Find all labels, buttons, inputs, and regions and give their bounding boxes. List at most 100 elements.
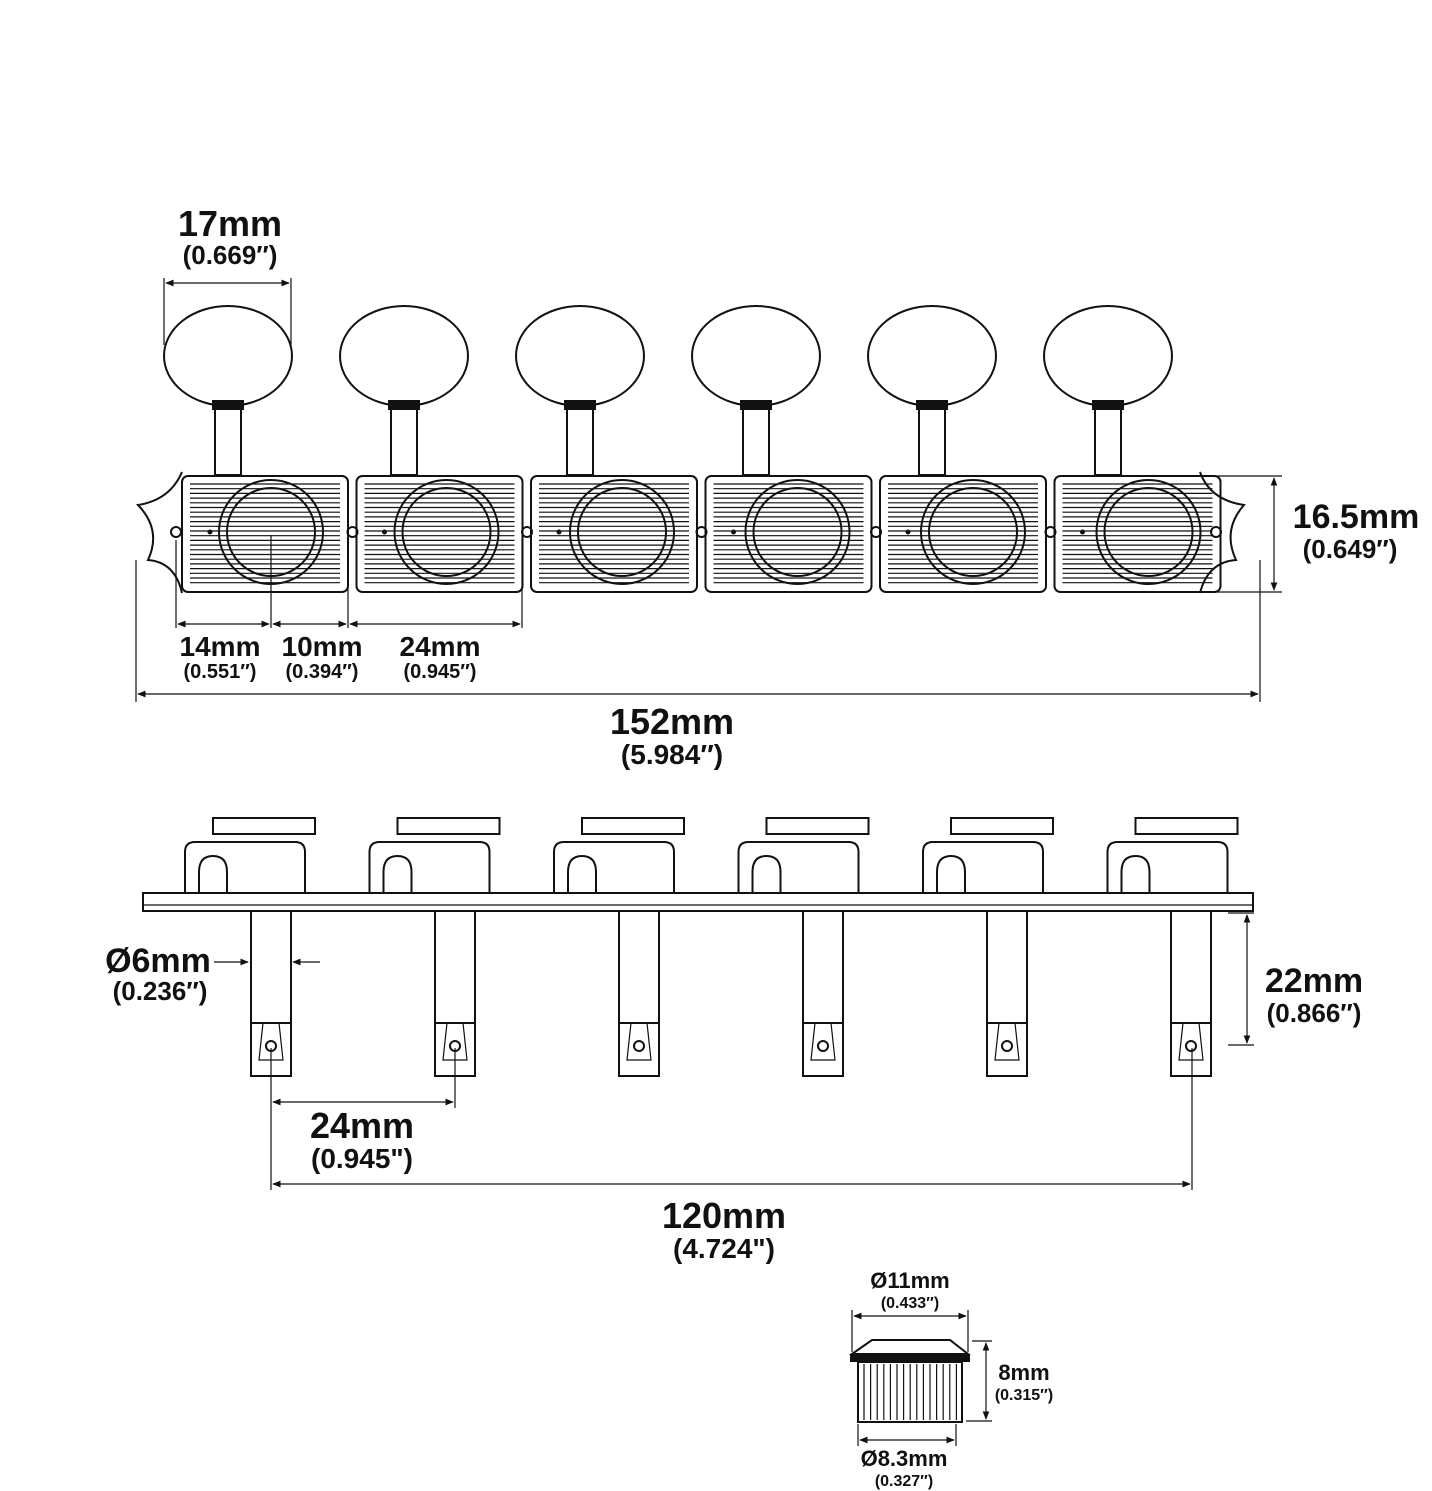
bushing-rim	[850, 1354, 970, 1362]
string-hole	[1001, 1040, 1013, 1052]
end-to-center-mm: 14mm	[180, 631, 261, 662]
side-view-tuner-strip	[142, 817, 1254, 1077]
bushing-body	[857, 1361, 963, 1423]
tuner-shaft	[566, 404, 594, 476]
side-button	[581, 817, 685, 835]
right-end-tab	[1199, 471, 1246, 594]
side-button	[212, 817, 316, 835]
string-post	[618, 910, 660, 1024]
dimension-lines	[135, 278, 1282, 1446]
tuner-unit-side	[737, 817, 870, 1077]
bushing-height-inch: (0.315″)	[995, 1387, 1053, 1404]
side-housing	[1106, 841, 1229, 893]
tuner-unit-top	[867, 305, 1047, 593]
post-diameter-mm: Ø6mm	[105, 942, 211, 980]
tuner-unit-top	[339, 305, 524, 593]
bushing-bottom-diameter-mm: Ø8.3mm	[861, 1446, 948, 1471]
tuner-shaft	[742, 404, 770, 476]
bushing-top-diameter-inch: (0.433″)	[881, 1295, 939, 1312]
mounting-plate	[142, 892, 1254, 912]
string-post	[802, 910, 844, 1024]
post-span-mm: 120mm	[662, 1195, 786, 1236]
side-gear-window	[567, 854, 597, 893]
joint-screw	[521, 526, 533, 538]
side-button	[950, 817, 1054, 835]
side-button	[1134, 817, 1239, 835]
tuner-button	[867, 305, 997, 407]
button-width-inch: (0.669″)	[183, 240, 278, 270]
button-width-mm: 17mm	[178, 203, 282, 244]
side-button	[765, 817, 870, 835]
tuner-shaft	[390, 404, 418, 476]
total-length-inch: (5.984″)	[621, 739, 723, 770]
gear-ring	[744, 479, 851, 585]
tuner-unit-top	[1043, 305, 1222, 593]
center-to-edge-mm: 10mm	[282, 631, 363, 662]
tuner-button	[515, 305, 645, 407]
post-tip	[802, 1023, 844, 1077]
string-hole	[817, 1040, 829, 1052]
side-housing	[922, 841, 1044, 893]
string-hole	[1185, 1040, 1197, 1052]
gear-cap	[752, 487, 843, 577]
string-post	[434, 910, 476, 1024]
gear-ring	[569, 479, 675, 585]
plate-height-mm: 16.5mm	[1293, 498, 1420, 536]
joint-screw	[1044, 526, 1057, 538]
tuner-pitch-top-inch: (0.945″)	[404, 661, 477, 683]
tuner-shaft	[1094, 404, 1122, 476]
tuner-pitch-top-mm: 24mm	[400, 631, 481, 662]
gear-ring	[1095, 479, 1202, 585]
gear-ring	[920, 479, 1026, 585]
post-span-inch: (4.724")	[673, 1233, 775, 1264]
post-height-mm: 22mm	[1265, 962, 1363, 1000]
gear-cap	[577, 487, 667, 577]
bushing-height-mm: 8mm	[998, 1360, 1049, 1385]
tuner-unit-top	[691, 305, 873, 593]
side-gear-window	[382, 854, 413, 893]
tuner-pitch-side-mm: 24mm	[310, 1105, 414, 1146]
tuner-unit-side	[1106, 817, 1239, 1077]
string-post	[986, 910, 1028, 1024]
tuner-pitch-side-inch: (0.945")	[311, 1143, 413, 1174]
tuner-unit-side	[553, 817, 685, 1077]
gear-cap	[401, 487, 492, 577]
side-housing	[184, 841, 306, 893]
post-diameter-inch: (0.236″)	[113, 976, 208, 1006]
joint-screw	[870, 526, 882, 538]
side-gear-window	[1120, 854, 1151, 893]
tuner-unit-side	[922, 817, 1054, 1077]
bushing-top-diameter-mm: Ø11mm	[870, 1268, 950, 1293]
left-mount-hole	[170, 526, 182, 538]
side-housing	[737, 841, 860, 893]
tuner-button	[339, 305, 469, 407]
joint-screw	[346, 526, 359, 538]
joint-screw	[695, 526, 708, 538]
string-post	[1170, 910, 1212, 1024]
tuner-button	[691, 305, 821, 407]
top-view-tuner-strip	[135, 305, 1246, 594]
dimension-labels: 17mm (0.669″) 16.5mm (0.649″) 14mm (0.55…	[105, 203, 1419, 1490]
tuner-shaft	[918, 404, 946, 476]
string-hole	[633, 1040, 645, 1052]
post-height-inch: (0.866″)	[1267, 998, 1362, 1028]
side-button	[396, 817, 501, 835]
bushing-detail	[848, 1339, 971, 1423]
tuner-shaft	[214, 404, 242, 476]
side-housing	[368, 841, 491, 893]
tuner-unit-side	[368, 817, 501, 1077]
tuner-unit-top	[163, 305, 349, 593]
side-gear-window	[936, 854, 966, 893]
plate-height-inch: (0.649″)	[1303, 534, 1398, 564]
side-gear-window	[751, 854, 782, 893]
left-end-tab	[135, 471, 183, 594]
bushing-flange	[848, 1339, 971, 1355]
post-tip	[986, 1023, 1028, 1077]
bushing-bottom-diameter-inch: (0.327″)	[875, 1473, 933, 1490]
side-gear-window	[198, 854, 228, 893]
string-post	[250, 910, 292, 1024]
total-length-mm: 152mm	[610, 701, 734, 742]
tuner-button	[1043, 305, 1173, 407]
gear-ring	[393, 479, 500, 585]
